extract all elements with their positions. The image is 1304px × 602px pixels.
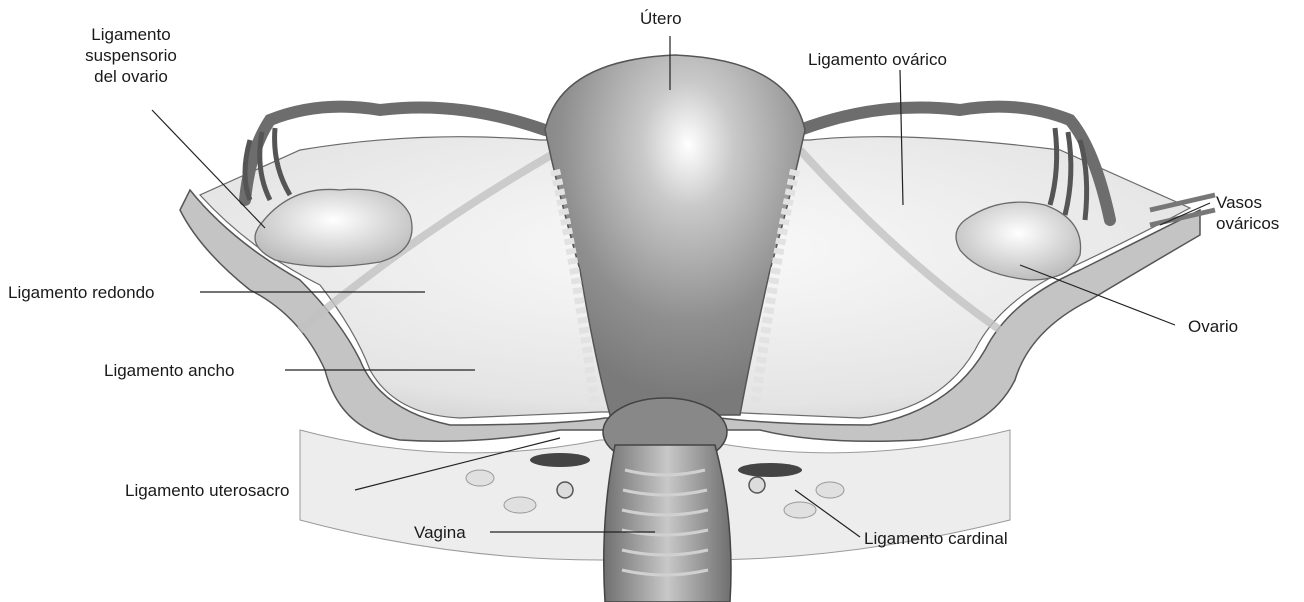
label-ligamento-ancho: Ligamento ancho (104, 360, 234, 381)
label-vasos-ovaricos: Vasos ováricos (1216, 192, 1279, 234)
label-vasos-line2: ováricos (1216, 213, 1279, 234)
label-lig-susp-line2: suspensorio (68, 45, 194, 66)
label-ligamento-uterosacro: Ligamento uterosacro (125, 480, 289, 501)
label-ligamento-ovarico: Ligamento ovárico (808, 49, 947, 70)
label-lig-susp-line1: Ligamento (68, 24, 194, 45)
label-vagina: Vagina (414, 522, 466, 543)
label-ligamento-suspensorio: Ligamento suspensorio del ovario (68, 24, 194, 87)
label-ligamento-redondo: Ligamento redondo (8, 282, 155, 303)
label-ovario: Ovario (1188, 316, 1238, 337)
label-utero: Útero (640, 8, 682, 29)
vagina-shape (604, 445, 731, 602)
label-ligamento-cardinal: Ligamento cardinal (864, 528, 1008, 549)
label-lig-susp-line3: del ovario (68, 66, 194, 87)
left-vessel (530, 453, 590, 467)
label-vasos-line1: Vasos (1216, 192, 1279, 213)
right-vessel (738, 463, 802, 477)
